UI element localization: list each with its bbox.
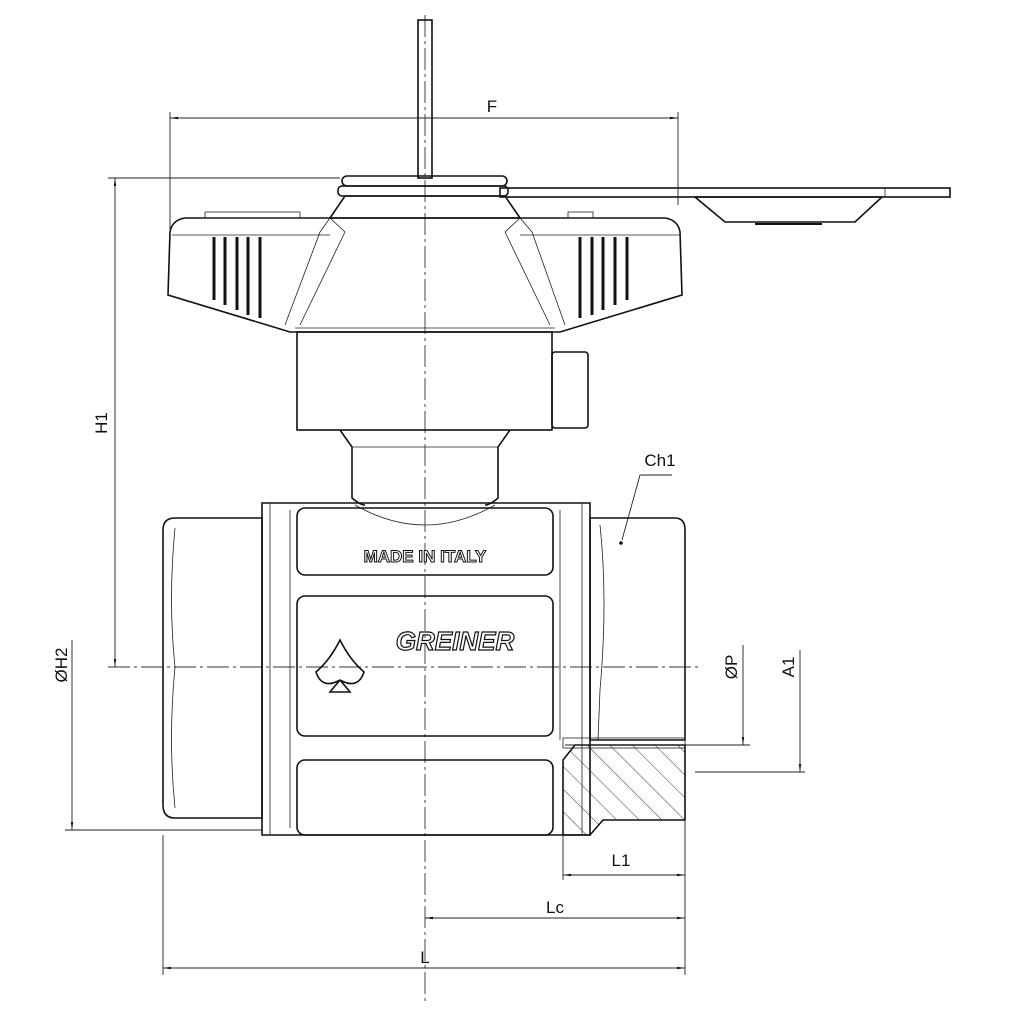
dim-label-F: F: [487, 97, 497, 116]
valve-body: [162, 502, 686, 836]
section-hatch: [562, 744, 686, 836]
dim-label-Lc: Lc: [546, 898, 564, 917]
spade-logo-icon: [315, 638, 365, 693]
made-in-italy-marking: MADE IN ITALY: [364, 547, 487, 566]
lever-handle: [499, 187, 951, 225]
marking-panel: [296, 507, 554, 576]
brand-panel: [296, 595, 554, 737]
handle-housing: [296, 331, 553, 431]
stem-indicator: [417, 19, 433, 179]
dim-label-A1: A1: [779, 657, 798, 678]
dim-label-L1: L1: [612, 851, 631, 870]
dimension-lines: [65, 112, 805, 975]
dim-label-L: L: [420, 948, 429, 967]
dim-label-H1: H1: [92, 412, 111, 434]
dim-label-Ch1: Ch1: [644, 451, 675, 470]
dim-label-H2: ØH2: [52, 648, 71, 683]
brand-logo: GREINER: [396, 626, 515, 656]
lock-tab: [551, 351, 589, 429]
dim-label-P: ØP: [722, 655, 741, 680]
butterfly-handle: [167, 211, 683, 333]
